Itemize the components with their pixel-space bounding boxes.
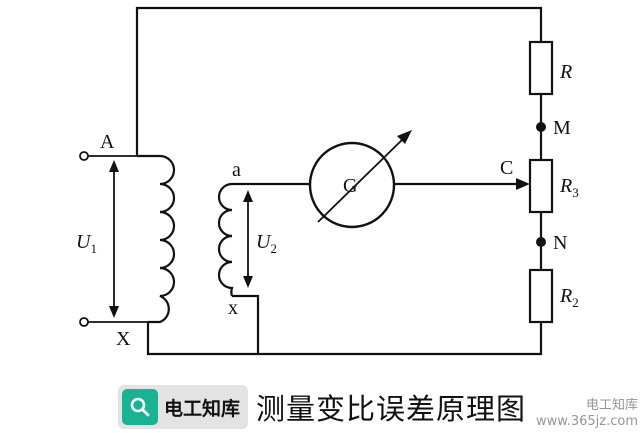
- u1-arrowhead-top: [109, 160, 119, 172]
- node-m: [536, 122, 546, 132]
- label-a-lower: a: [232, 159, 241, 181]
- wire-bottom-loop: [146, 322, 543, 356]
- label-u2: U2: [256, 231, 277, 256]
- resistor-r3: [528, 158, 554, 214]
- resistor-r: [528, 40, 554, 96]
- resistor-r2: [528, 268, 554, 324]
- label-g: G: [343, 175, 357, 197]
- label-r2: R2: [559, 285, 579, 310]
- primary-winding: [137, 154, 176, 324]
- arrow-to-c: [516, 178, 530, 190]
- label-m: M: [553, 117, 571, 139]
- diagram-title: 测量变比误差原理图: [256, 392, 527, 426]
- label-u2-sub: 2: [270, 241, 277, 256]
- label-x-lower: x: [228, 297, 238, 319]
- watermark: 电工知库 www.365jz.com: [500, 398, 638, 430]
- label-n: N: [553, 232, 567, 254]
- label-u2-main: U: [256, 231, 272, 253]
- u1-arrowhead-bottom: [109, 306, 119, 318]
- watermark-line2: www.365jz.com: [536, 414, 638, 429]
- search-icon: [122, 389, 158, 425]
- u2-arrowhead-top: [243, 190, 253, 202]
- label-a-upper: A: [100, 131, 115, 153]
- label-x-upper: X: [116, 328, 131, 350]
- galvanometer-needle: [317, 137, 405, 223]
- label-r3-sub: 3: [572, 185, 579, 200]
- label-u1-sub: 1: [90, 241, 97, 256]
- label-r: R: [559, 61, 572, 83]
- watermark-line1: 电工知库: [585, 398, 638, 413]
- secondary-winding: [217, 182, 234, 297]
- label-r2-main: R: [559, 285, 572, 307]
- u2-arrowhead-bottom: [243, 276, 253, 288]
- brand-badge: 电工知库: [118, 385, 249, 429]
- label-u1: U1: [76, 231, 97, 256]
- caption-bar: 电工知库 测量变比误差原理图: [118, 384, 638, 430]
- terminal-a: [79, 151, 89, 161]
- wire-top-loop: [135, 6, 543, 156]
- brand-name: 电工知库: [164, 397, 241, 420]
- label-u1-main: U: [76, 231, 92, 253]
- terminal-x: [79, 317, 89, 327]
- galvanometer-needle-head: [397, 130, 412, 144]
- wire-x-loop: [232, 294, 260, 354]
- label-r2-sub: 2: [572, 295, 579, 310]
- label-c: C: [500, 157, 513, 179]
- label-r3: R3: [559, 175, 579, 200]
- node-n: [536, 237, 546, 247]
- label-r3-main: R: [559, 175, 572, 197]
